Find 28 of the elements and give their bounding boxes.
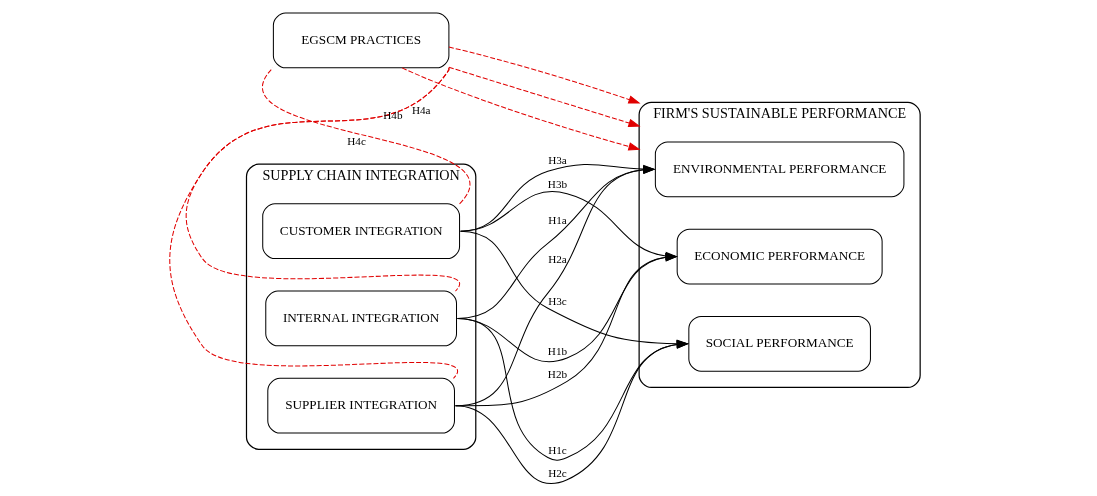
node-box: EGSCM PRACTICES xyxy=(272,12,449,68)
edge-label: H4c xyxy=(346,134,366,147)
arrow xyxy=(454,339,689,484)
connector xyxy=(261,66,470,204)
edge-label: H3b xyxy=(547,177,567,190)
arrow xyxy=(447,46,641,104)
node-box: INTERNAL INTEGRATION xyxy=(264,290,457,346)
node-box: SUPPLIER INTEGRATION xyxy=(266,377,455,434)
connector xyxy=(168,66,458,379)
arrow xyxy=(447,66,641,127)
edge-label: H3c xyxy=(547,294,567,307)
edge-label: H1c xyxy=(547,443,567,456)
arrow xyxy=(456,317,689,461)
edge-label: H3a xyxy=(547,153,567,166)
arrow xyxy=(459,190,678,260)
edge-label: H4a xyxy=(411,103,430,116)
arrow xyxy=(401,66,641,151)
node-box: ECONOMIC PERFORMANCE xyxy=(676,228,883,284)
edge-label: H2c xyxy=(547,466,567,479)
edge-label: H2a xyxy=(547,252,567,265)
node-box: ENVIRONMENTAL PERFORMANCE xyxy=(654,140,904,197)
edge-label: H4b xyxy=(382,108,403,121)
edge-label: H2b xyxy=(547,367,567,380)
arrow xyxy=(459,230,689,348)
edge-label: H1b xyxy=(547,344,567,357)
node-box: CUSTOMER INTEGRATION xyxy=(261,202,460,259)
node-box: SOCIAL PERFORMANCE xyxy=(687,315,871,372)
edge-label: H1a xyxy=(547,213,567,226)
